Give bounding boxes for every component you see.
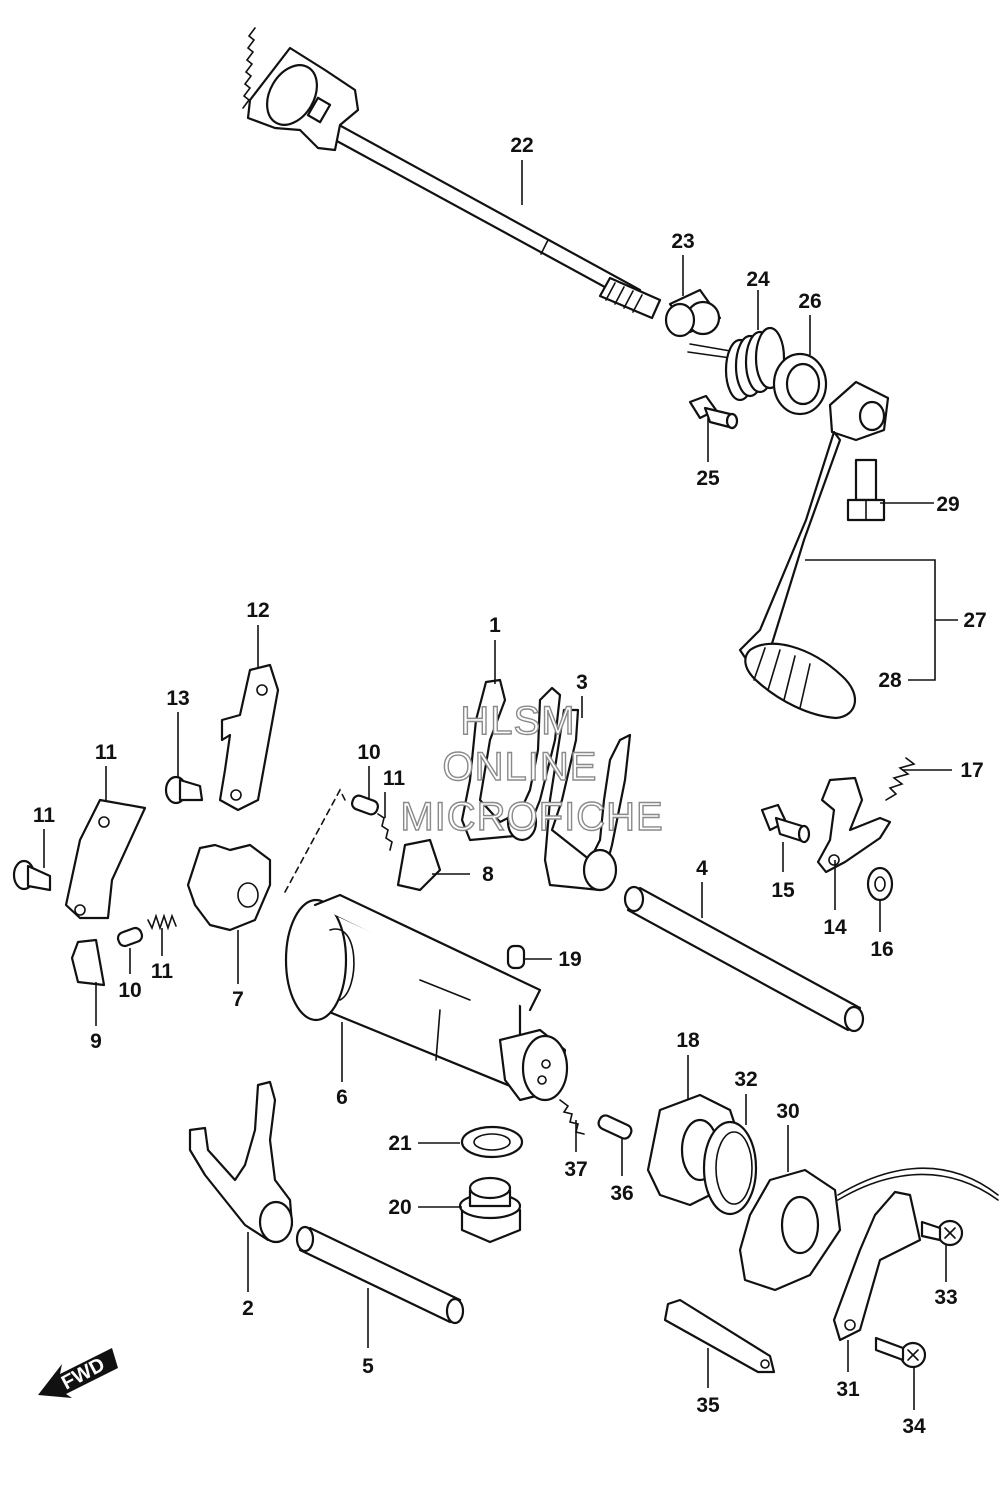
callout-10-upper: 10 [357, 741, 380, 764]
callout-24: 22 [510, 134, 533, 157]
callout-18: 16 [870, 938, 893, 961]
alignment-line [284, 788, 346, 893]
washer-part-18[interactable] [866, 866, 894, 902]
o-ring-part-34[interactable] [702, 1120, 758, 1216]
cam-stopper-part-16[interactable] [816, 776, 892, 874]
callout-8: 8 [482, 863, 494, 886]
bolt-part-17[interactable] [760, 803, 811, 844]
callout-2: 2 [242, 1297, 254, 1320]
forward-direction-indicator: FWD [38, 1348, 118, 1398]
callout-10-lower: 10 [118, 979, 141, 1002]
fork-shaft-part-5[interactable] [295, 1225, 465, 1325]
callout-11-lower: 11 [151, 960, 174, 983]
return-spring-part[interactable] [687, 326, 786, 402]
pin-part-10a[interactable] [116, 926, 144, 948]
callout-30: 28 [878, 669, 902, 692]
screw-part-36[interactable] [874, 1336, 927, 1369]
cam-part-7[interactable] [186, 843, 272, 932]
callout-29: 27 [963, 609, 986, 632]
watermark-line-2: ONLINE [443, 745, 598, 789]
callout-25: 23 [671, 230, 694, 253]
shift-shaft-part[interactable] [242, 27, 662, 320]
callout-22: 20 [388, 1196, 411, 1219]
gearshift-lever-part[interactable] [738, 380, 890, 670]
shift-drum-part-6[interactable] [284, 893, 569, 1102]
stopper-part-9[interactable] [70, 938, 106, 987]
plug-part-22[interactable] [458, 1176, 522, 1244]
callout-16: 14 [823, 916, 847, 939]
bolt-part-27[interactable] [688, 394, 739, 430]
fork-shaft-part-4[interactable] [623, 885, 865, 1033]
oil-seal-part[interactable] [772, 352, 828, 416]
dowel-pin-part-21[interactable] [506, 944, 526, 970]
bracket-part-33[interactable] [832, 1190, 922, 1342]
plate-part-12[interactable] [64, 798, 147, 920]
callout-3: 3 [576, 671, 588, 694]
screw-part-15[interactable] [164, 775, 204, 805]
callout-37: 35 [696, 1394, 720, 1417]
callout-33: 31 [836, 1378, 860, 1401]
callout-20: 18 [676, 1029, 700, 1052]
callout-23: 21 [388, 1132, 412, 1155]
callout-39: 37 [564, 1158, 587, 1181]
callout-12: 11 [95, 741, 118, 764]
washer-part-23[interactable] [460, 1125, 524, 1159]
contact-pin-part-38[interactable] [597, 1113, 634, 1140]
callout-38: 36 [610, 1182, 633, 1205]
callout-9: 9 [90, 1030, 102, 1053]
stopper-part-8[interactable] [396, 838, 442, 892]
collar-part[interactable] [664, 288, 722, 338]
shift-fork-part-3[interactable] [543, 708, 632, 892]
callout-19: 17 [960, 759, 983, 782]
callout-21: 19 [558, 948, 581, 971]
callout-4: 4 [696, 857, 708, 880]
callout-36: 34 [902, 1415, 926, 1438]
callout-34: 32 [734, 1068, 757, 1091]
callout-15: 13 [166, 687, 189, 710]
callout-14: 12 [246, 599, 269, 622]
callout-35: 33 [934, 1286, 957, 1309]
clamp-part-37[interactable] [663, 1298, 776, 1374]
callout-5: 5 [362, 1355, 374, 1378]
callout-32: 30 [776, 1100, 799, 1123]
watermark: HLSM ONLINE MICROFICHE [400, 698, 664, 839]
callout-31: 29 [936, 493, 959, 516]
callouts: 22 23 24 26 25 29 27 28 1 3 12 13 11 11 … [33, 134, 987, 1438]
plate-part-14[interactable] [218, 663, 280, 812]
callout-6: 6 [336, 1086, 348, 1109]
callout-1: 1 [489, 614, 501, 637]
gear-position-switch-part-32[interactable] [738, 1167, 999, 1292]
watermark-line-3: MICROFICHE [400, 795, 663, 839]
watermark-line-1: HLSM [460, 699, 575, 743]
screw-part-35[interactable] [920, 1219, 964, 1247]
callout-7: 7 [232, 988, 244, 1011]
spring-part-11a[interactable] [147, 913, 177, 931]
bolt-part-31[interactable] [846, 458, 886, 522]
callout-28: 26 [798, 290, 821, 313]
leader-lines [43, 160, 958, 1410]
pin-part-10b[interactable] [350, 794, 380, 816]
spring-part-19[interactable] [885, 757, 916, 801]
shift-fork-part-2[interactable] [188, 1080, 294, 1244]
spring-part-39[interactable] [559, 1099, 585, 1135]
callout-17: 15 [771, 879, 795, 902]
callout-11-upper: 11 [383, 767, 406, 790]
shift-fork-part-1[interactable] [460, 678, 562, 842]
callout-26: 24 [746, 268, 770, 291]
spring-part-11b[interactable] [377, 813, 393, 851]
screw-part-13[interactable] [12, 859, 52, 892]
pedal-rubber-part[interactable] [744, 642, 857, 720]
fwd-label: FWD [58, 1354, 109, 1395]
callout-13: 11 [33, 804, 56, 827]
callout-27: 25 [696, 467, 720, 490]
